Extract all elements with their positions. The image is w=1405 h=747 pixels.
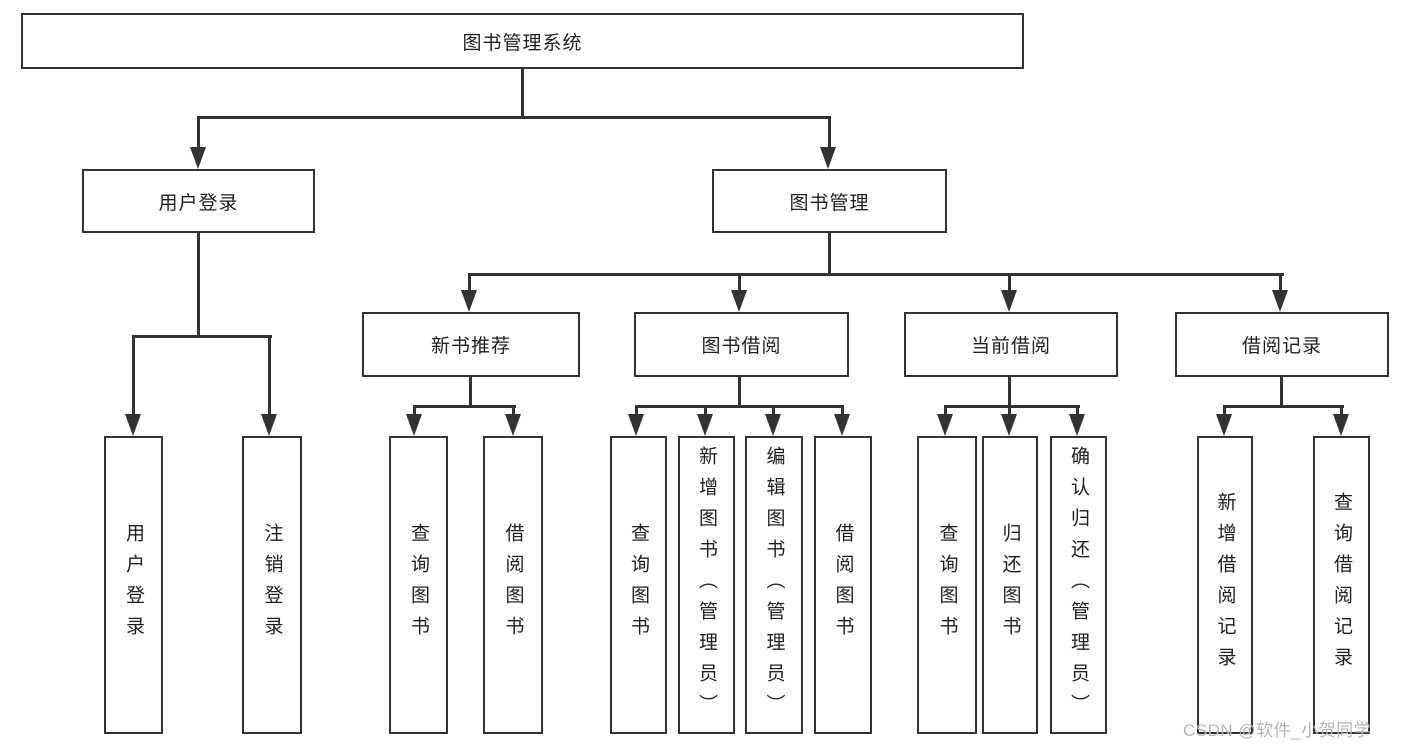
node-borrow-records: 借阅记录 — [1175, 312, 1389, 377]
connector-line — [1008, 405, 1011, 416]
node-query-books-current: 查询图书 — [917, 436, 977, 734]
arrow-down-icon — [461, 290, 477, 312]
connector-line — [521, 69, 524, 118]
connector-line — [944, 405, 947, 416]
node-query-books-recommend: 查询图书 — [389, 436, 448, 734]
connector-line — [197, 233, 200, 337]
connector-line — [738, 273, 741, 292]
node-query-books-current-label: 查询图书 — [936, 523, 958, 647]
connector-line — [197, 116, 831, 119]
node-borrow-books-action-label: 借阅图书 — [832, 523, 854, 647]
arrow-down-icon — [937, 414, 953, 436]
connector-line — [772, 405, 775, 416]
node-borrow-books-recommend: 借阅图书 — [483, 436, 543, 734]
connector-line — [1223, 405, 1226, 416]
node-book-borrow: 图书借阅 — [634, 312, 849, 377]
arrow-down-icon — [765, 414, 781, 436]
connector-line — [197, 116, 200, 149]
arrow-down-icon — [1333, 414, 1349, 436]
node-query-books-borrow: 查询图书 — [610, 436, 667, 734]
node-new-book-recommend: 新书推荐 — [362, 312, 580, 377]
node-logout: 注销登录 — [242, 436, 302, 734]
connector-line — [1340, 405, 1343, 416]
connector-line — [268, 335, 271, 416]
node-book-management: 图书管理 — [712, 169, 947, 233]
node-edit-book-admin-label: 编辑图书（管理员） — [763, 445, 785, 725]
node-add-book-admin: 新增图书（管理员） — [678, 436, 735, 734]
arrow-down-icon — [261, 414, 277, 436]
arrow-down-icon — [505, 414, 521, 436]
connector-line — [1280, 377, 1283, 407]
node-edit-book-admin: 编辑图书（管理员） — [745, 436, 803, 734]
arrow-down-icon — [1272, 290, 1288, 312]
csdn-watermark: CSDN @软件_小贺同学 — [1183, 721, 1372, 740]
arrow-down-icon — [1001, 414, 1017, 436]
node-return-book-label: 归还图书 — [999, 523, 1021, 647]
node-book-borrow-label: 图书借阅 — [701, 336, 782, 357]
arrow-down-icon — [1216, 414, 1232, 436]
node-query-books-borrow-label: 查询图书 — [628, 523, 649, 647]
node-user-login-action: 用户登录 — [104, 436, 163, 734]
node-borrow-books-action: 借阅图书 — [814, 436, 872, 734]
connector-line — [738, 377, 741, 407]
connector-line — [413, 405, 516, 408]
connector-line — [413, 405, 416, 416]
connector-line — [469, 377, 472, 407]
connector-line — [635, 405, 844, 408]
node-user-login: 用户登录 — [82, 169, 315, 233]
node-confirm-return-admin: 确认归还（管理员） — [1050, 436, 1107, 734]
connector-line — [828, 233, 831, 275]
connector-line — [512, 405, 515, 416]
connector-line — [1076, 405, 1079, 416]
connector-line — [635, 405, 638, 416]
node-query-borrow-record: 查询借阅记录 — [1313, 436, 1370, 734]
arrow-down-icon — [1001, 290, 1017, 312]
connector-line — [1223, 405, 1344, 408]
connector-line — [944, 405, 1080, 408]
connector-line — [132, 335, 272, 338]
node-book-management-label: 图书管理 — [789, 192, 870, 214]
arrow-down-icon — [697, 414, 713, 436]
arrow-down-icon — [190, 147, 206, 169]
arrow-down-icon — [406, 414, 422, 436]
connector-line — [468, 273, 471, 292]
arrow-down-icon — [1069, 414, 1085, 436]
arrow-down-icon — [731, 290, 747, 312]
connector-line — [132, 335, 135, 416]
arrow-down-icon — [125, 414, 141, 436]
node-new-book-recommend-label: 新书推荐 — [430, 336, 511, 357]
node-borrow-books-recommend-label: 借阅图书 — [502, 523, 524, 647]
connector-line — [468, 273, 1284, 276]
connector-line — [704, 405, 707, 416]
node-root: 图书管理系统 — [21, 13, 1024, 69]
node-query-borrow-record-label: 查询借阅记录 — [1331, 492, 1352, 678]
node-add-borrow-record-label: 新增借阅记录 — [1214, 492, 1236, 678]
node-borrow-records-label: 借阅记录 — [1241, 336, 1322, 357]
connector-line — [841, 405, 844, 416]
node-user-login-action-label: 用户登录 — [123, 523, 144, 647]
connector-line — [1279, 273, 1282, 292]
arrow-down-icon — [820, 147, 836, 169]
node-return-book: 归还图书 — [982, 436, 1038, 734]
arrow-down-icon — [628, 414, 644, 436]
node-root-label: 图书管理系统 — [462, 32, 583, 54]
node-logout-label: 注销登录 — [261, 523, 283, 647]
connector-line — [1008, 273, 1011, 292]
connector-line — [828, 116, 831, 149]
node-user-login-label: 用户登录 — [158, 192, 239, 214]
node-add-book-admin-label: 新增图书（管理员） — [696, 445, 717, 725]
node-add-borrow-record: 新增借阅记录 — [1197, 436, 1253, 734]
node-current-borrow: 当前借阅 — [904, 312, 1118, 377]
arrow-down-icon — [834, 414, 850, 436]
node-confirm-return-admin-label: 确认归还（管理员） — [1068, 445, 1089, 725]
connector-line — [1008, 377, 1011, 407]
node-query-books-recommend-label: 查询图书 — [408, 523, 429, 647]
node-current-borrow-label: 当前借阅 — [970, 336, 1051, 357]
